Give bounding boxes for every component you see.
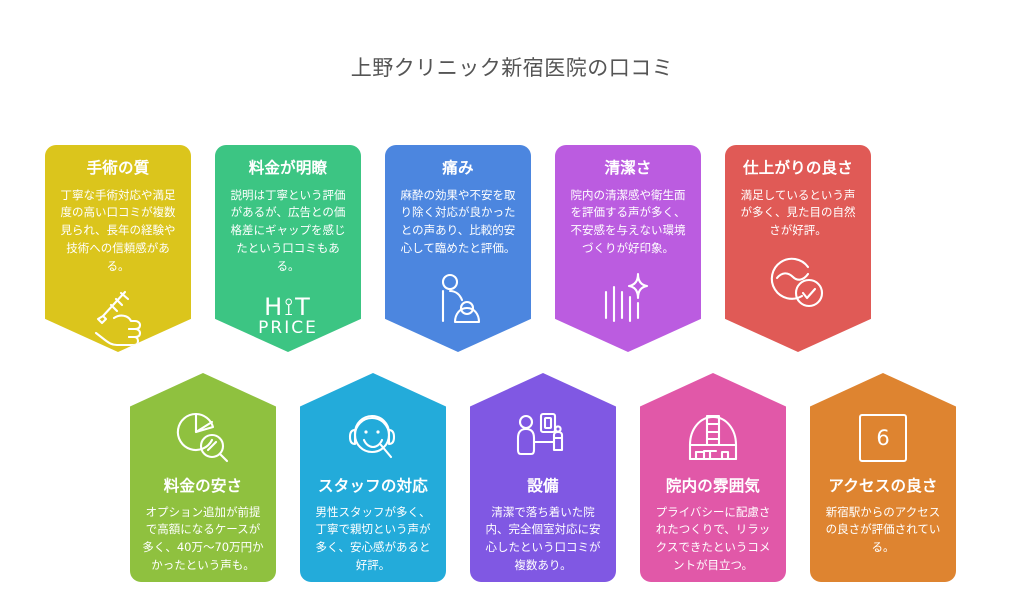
card-title: 手術の質 bbox=[86, 159, 150, 177]
patient-care-icon bbox=[395, 266, 521, 332]
card-transparent-pricing[interactable]: 料金が明瞭 説明は丁寧という評価があるが、広告との価格差にギャップを感じたという… bbox=[215, 145, 361, 352]
access-number-icon: 6 bbox=[820, 407, 946, 469]
card-description: 男性スタッフが多く、丁寧で親切という声が多く、安心感があると好評。 bbox=[315, 504, 431, 573]
card-title: 仕上がりの良さ bbox=[743, 159, 853, 177]
hand-syringe-icon bbox=[55, 284, 181, 350]
access-number-value: 6 bbox=[859, 414, 907, 462]
card-surgery-quality[interactable]: 手術の質 丁寧な手術対応や満足度の高い口コミが複数見られ、長年の経験や技術への信… bbox=[45, 145, 191, 352]
card-description: プライバシーに配慮されたつくりで、リラックスできたというコメントが目立つ。 bbox=[655, 504, 771, 573]
hot-price-primary-text: H⟟T bbox=[264, 293, 312, 322]
card-description: 麻酔の効果や不安を取り除く対応が良かったとの声あり、比較的安心して臨めたと評価。 bbox=[400, 187, 516, 256]
face-check-icon bbox=[735, 248, 861, 314]
card-pain[interactable]: 痛み 麻酔の効果や不安を取り除く対応が良かったとの声あり、比較的安心して臨めたと… bbox=[385, 145, 531, 352]
card-description: 説明は丁寧という評価があるが、広告との価格差にギャップを感じたという口コミもある… bbox=[230, 187, 346, 273]
page-title: 上野クリニック新宿医院の口コミ bbox=[350, 56, 674, 80]
card-staff-service[interactable]: スタッフの対応 男性スタッフが多く、丁寧で親切という声が多く、安心感があると好評… bbox=[300, 373, 446, 582]
card-title: 痛み bbox=[442, 159, 474, 177]
card-facilities[interactable]: 設備 清潔で落ち着いた院内、完全個室対応に安心したという口コミが複数あり。 bbox=[470, 373, 616, 582]
card-description: 院内の清潔感や衛生面を評価する声が多く、不安感を与えない環境づくりが好印象。 bbox=[570, 187, 686, 256]
headset-smiley-icon bbox=[310, 407, 436, 469]
card-affordability[interactable]: 料金の安さ オプション追加が前提で高額になるケースが多く、40万〜70万円かかっ… bbox=[130, 373, 276, 582]
card-description: 清潔で落ち着いた院内、完全個室対応に安心したという口コミが複数あり。 bbox=[485, 504, 601, 573]
card-title: アクセスの良さ bbox=[828, 477, 938, 495]
bottom-card-row: 料金の安さ オプション追加が前提で高額になるケースが多く、40万〜70万円かかっ… bbox=[130, 373, 956, 582]
card-result-quality[interactable]: 仕上がりの良さ 満足しているという声が多く、見た目の自然さが好評。 bbox=[725, 145, 871, 352]
card-title: スタッフの対応 bbox=[318, 477, 428, 495]
card-description: オプション追加が前提で高額になるケースが多く、40万〜70万円かかったという声も… bbox=[142, 504, 264, 573]
person-equipment-icon bbox=[480, 407, 606, 469]
pie-chart-magnifier-icon bbox=[140, 407, 266, 469]
card-title: 清潔さ bbox=[604, 159, 652, 177]
card-title: 設備 bbox=[527, 477, 559, 495]
card-title: 料金が明瞭 bbox=[248, 159, 328, 177]
card-description: 満足しているという声が多く、見た目の自然さが好評。 bbox=[740, 187, 856, 238]
card-cleanliness[interactable]: 清潔さ 院内の清潔感や衛生面を評価する声が多く、不安感を与えない環境づくりが好印… bbox=[555, 145, 701, 352]
card-access[interactable]: 6 アクセスの良さ 新宿駅からのアクセスの良さが評価されている。 bbox=[810, 373, 956, 582]
card-title: 料金の安さ bbox=[163, 477, 243, 495]
hot-price-icon: H⟟T PRICE bbox=[225, 284, 351, 350]
card-description: 新宿駅からのアクセスの良さが評価されている。 bbox=[825, 504, 941, 555]
clinic-interior-icon bbox=[650, 407, 776, 469]
top-card-row: 手術の質 丁寧な手術対応や満足度の高い口コミが複数見られ、長年の経験や技術への信… bbox=[45, 145, 871, 352]
card-atmosphere[interactable]: 院内の雰囲気 プライバシーに配慮されたつくりで、リラックスできたというコメントが… bbox=[640, 373, 786, 582]
sparkle-shine-icon bbox=[565, 266, 691, 332]
card-description: 丁寧な手術対応や満足度の高い口コミが複数見られ、長年の経験や技術への信頼感がある… bbox=[60, 187, 176, 273]
hot-price-secondary-text: PRICE bbox=[258, 318, 318, 339]
card-title: 院内の雰囲気 bbox=[665, 477, 761, 495]
